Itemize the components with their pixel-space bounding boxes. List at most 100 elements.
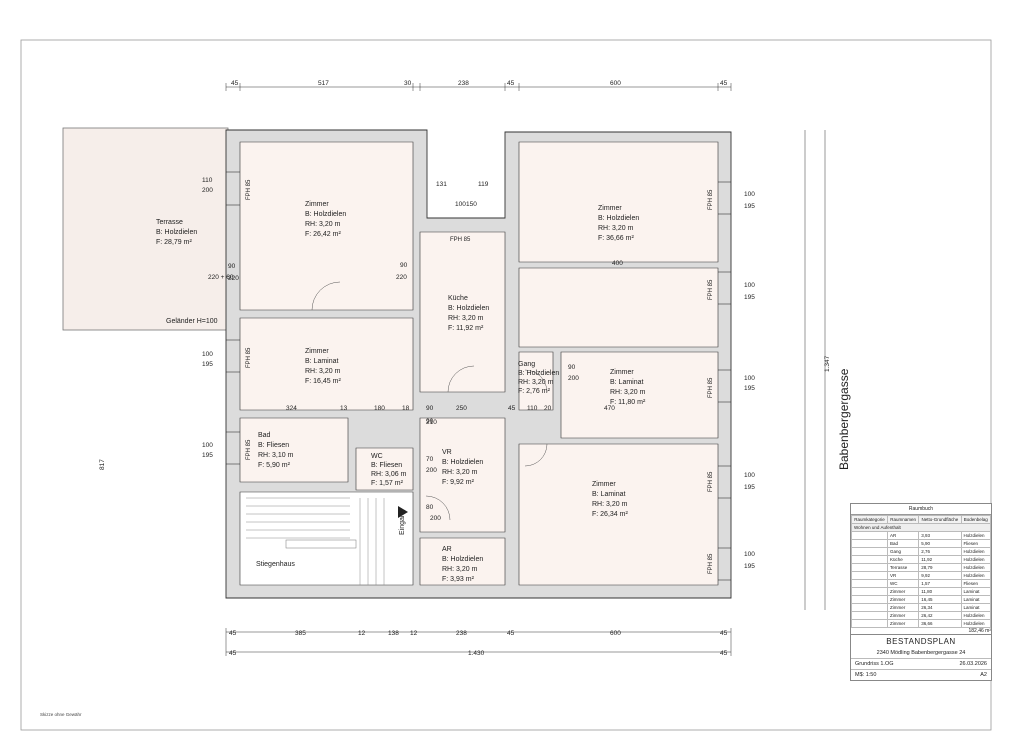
room-schedule-cell: Terrasse	[886, 563, 920, 572]
svg-text:B: Laminat: B: Laminat	[592, 491, 626, 498]
dim-label: 817	[99, 459, 106, 470]
svg-text:RH: 3,20 m: RH: 3,20 m	[305, 221, 341, 228]
svg-text:100: 100	[744, 282, 755, 289]
dim-label: 45	[229, 650, 237, 657]
room-schedule-cell: Fliesen	[960, 579, 992, 588]
dim-label: 30	[404, 80, 412, 87]
svg-text:100: 100	[202, 351, 213, 358]
svg-text:F: 3,93 m²: F: 3,93 m²	[442, 576, 475, 583]
room-schedule-cell: Zimmer	[886, 603, 920, 612]
railing-label: Geländer H=100	[166, 318, 218, 325]
svg-text:B: Holzdielen: B: Holzdielen	[448, 305, 489, 312]
dim-label: 45	[229, 630, 237, 637]
svg-text:RH: 3,20 m: RH: 3,20 m	[598, 225, 634, 232]
room-schedule-table: Raumkategorie Raumnamen Netto-Grundfläch…	[851, 515, 992, 628]
svg-text:18: 18	[402, 405, 410, 412]
svg-text:100: 100	[744, 191, 755, 198]
room-schedule-total: 182,46 m²	[968, 628, 991, 634]
svg-text:B: Holzdielen: B: Holzdielen	[518, 370, 559, 377]
room-schedule-cell: 9,92	[918, 571, 962, 580]
svg-text:195: 195	[744, 563, 755, 570]
svg-text:RH: 3,20 m: RH: 3,20 m	[442, 566, 478, 573]
group-label: Wohnen und Aufenthalt	[851, 523, 991, 532]
dim-label: 1.347	[824, 355, 831, 372]
room-schedule-cell: Bad	[886, 539, 920, 548]
fph-label: FPH 85	[246, 179, 252, 200]
top-dimension-labels: 45 517 30 238 45 600 45	[231, 80, 728, 87]
svg-text:F: 1,57 m²: F: 1,57 m²	[371, 480, 404, 487]
dim-label: 1.430	[468, 650, 485, 657]
svg-text:470: 470	[604, 405, 615, 412]
stair-treads	[246, 497, 385, 585]
plan-row: Grundriss 1.OG 26.03.2026	[851, 658, 991, 669]
plan-address: 2340 Mödling Babenbergergasse 24	[876, 650, 966, 656]
stair-label: Stiegenhaus	[256, 561, 295, 568]
svg-text:B: Laminat: B: Laminat	[610, 379, 644, 386]
svg-text:Küche: Küche	[448, 295, 468, 302]
room-schedule-cell: Holzdielen	[960, 563, 992, 572]
svg-text:200: 200	[430, 515, 441, 522]
room-schedule-cell: Zimmer	[886, 587, 920, 596]
svg-text:100: 100	[744, 472, 755, 479]
dim-label: 45	[231, 80, 239, 87]
svg-text:F: 26,42 m²: F: 26,42 m²	[305, 231, 341, 238]
dim-label: 600	[610, 630, 621, 637]
fph-label: FPH 85	[708, 189, 714, 210]
room-schedule-cell: 26,34	[918, 603, 962, 612]
room-schedule-cell: WC	[886, 579, 920, 588]
footnote: Skizze ohne Gewähr	[40, 712, 82, 717]
room-schedule-cell: 16,45	[918, 595, 962, 604]
room-schedule-cell: Küche	[886, 555, 920, 564]
svg-text:220: 220	[228, 275, 239, 282]
room-schedule-cell: 28,79	[918, 563, 962, 572]
svg-text:B: Laminat: B: Laminat	[305, 358, 339, 365]
bottom-dimension-lines	[225, 628, 732, 656]
svg-text:Zimmer: Zimmer	[610, 369, 634, 376]
room-schedule-cell: Laminat	[960, 587, 992, 596]
svg-text:100: 100	[455, 201, 466, 208]
room-schedule-cell: Fliesen	[960, 539, 992, 548]
svg-text:F: 16,45 m²: F: 16,45 m²	[305, 378, 341, 385]
dim-label: 45	[507, 630, 515, 637]
svg-text:70: 70	[426, 456, 434, 463]
svg-text:F: 11,80 m²: F: 11,80 m²	[610, 399, 646, 406]
svg-text:150: 150	[466, 201, 477, 208]
room-schedule-cell: Zimmer	[886, 611, 920, 620]
svg-text:Zimmer: Zimmer	[598, 205, 622, 212]
svg-text:B: Holzdielen: B: Holzdielen	[442, 459, 483, 466]
svg-text:B: Holzdielen: B: Holzdielen	[305, 211, 346, 218]
room-schedule-cell: Laminat	[960, 603, 992, 612]
svg-text:F: 2,76 m²: F: 2,76 m²	[518, 388, 551, 395]
door-swings	[311, 281, 548, 521]
col-header: Raumnamen	[886, 515, 920, 524]
plan-scale: M$: 1:50	[855, 672, 877, 678]
svg-text:90: 90	[228, 263, 236, 270]
title-block: BESTANDSPLAN 2340 Mödling Babenbergergas…	[851, 634, 991, 680]
fph-labels: FPH 85 FPH 85 FPH 85 FPH 85 FPH 85 FPH 8…	[246, 179, 714, 574]
svg-text:90: 90	[426, 418, 434, 425]
svg-text:200: 200	[426, 467, 437, 474]
fph-label: FPH 85	[708, 279, 714, 300]
svg-text:F: 11,92 m²: F: 11,92 m²	[448, 325, 484, 332]
dim-label: 45	[720, 630, 728, 637]
svg-text:Terrasse: Terrasse	[156, 219, 183, 226]
room-schedule-title: Raumbuch	[851, 504, 991, 515]
svg-text:RH: 3,20 m: RH: 3,20 m	[592, 501, 628, 508]
dim-label: 45	[720, 650, 728, 657]
dim-label: 12	[358, 630, 366, 637]
col-header: Bodenbelag	[960, 515, 992, 524]
